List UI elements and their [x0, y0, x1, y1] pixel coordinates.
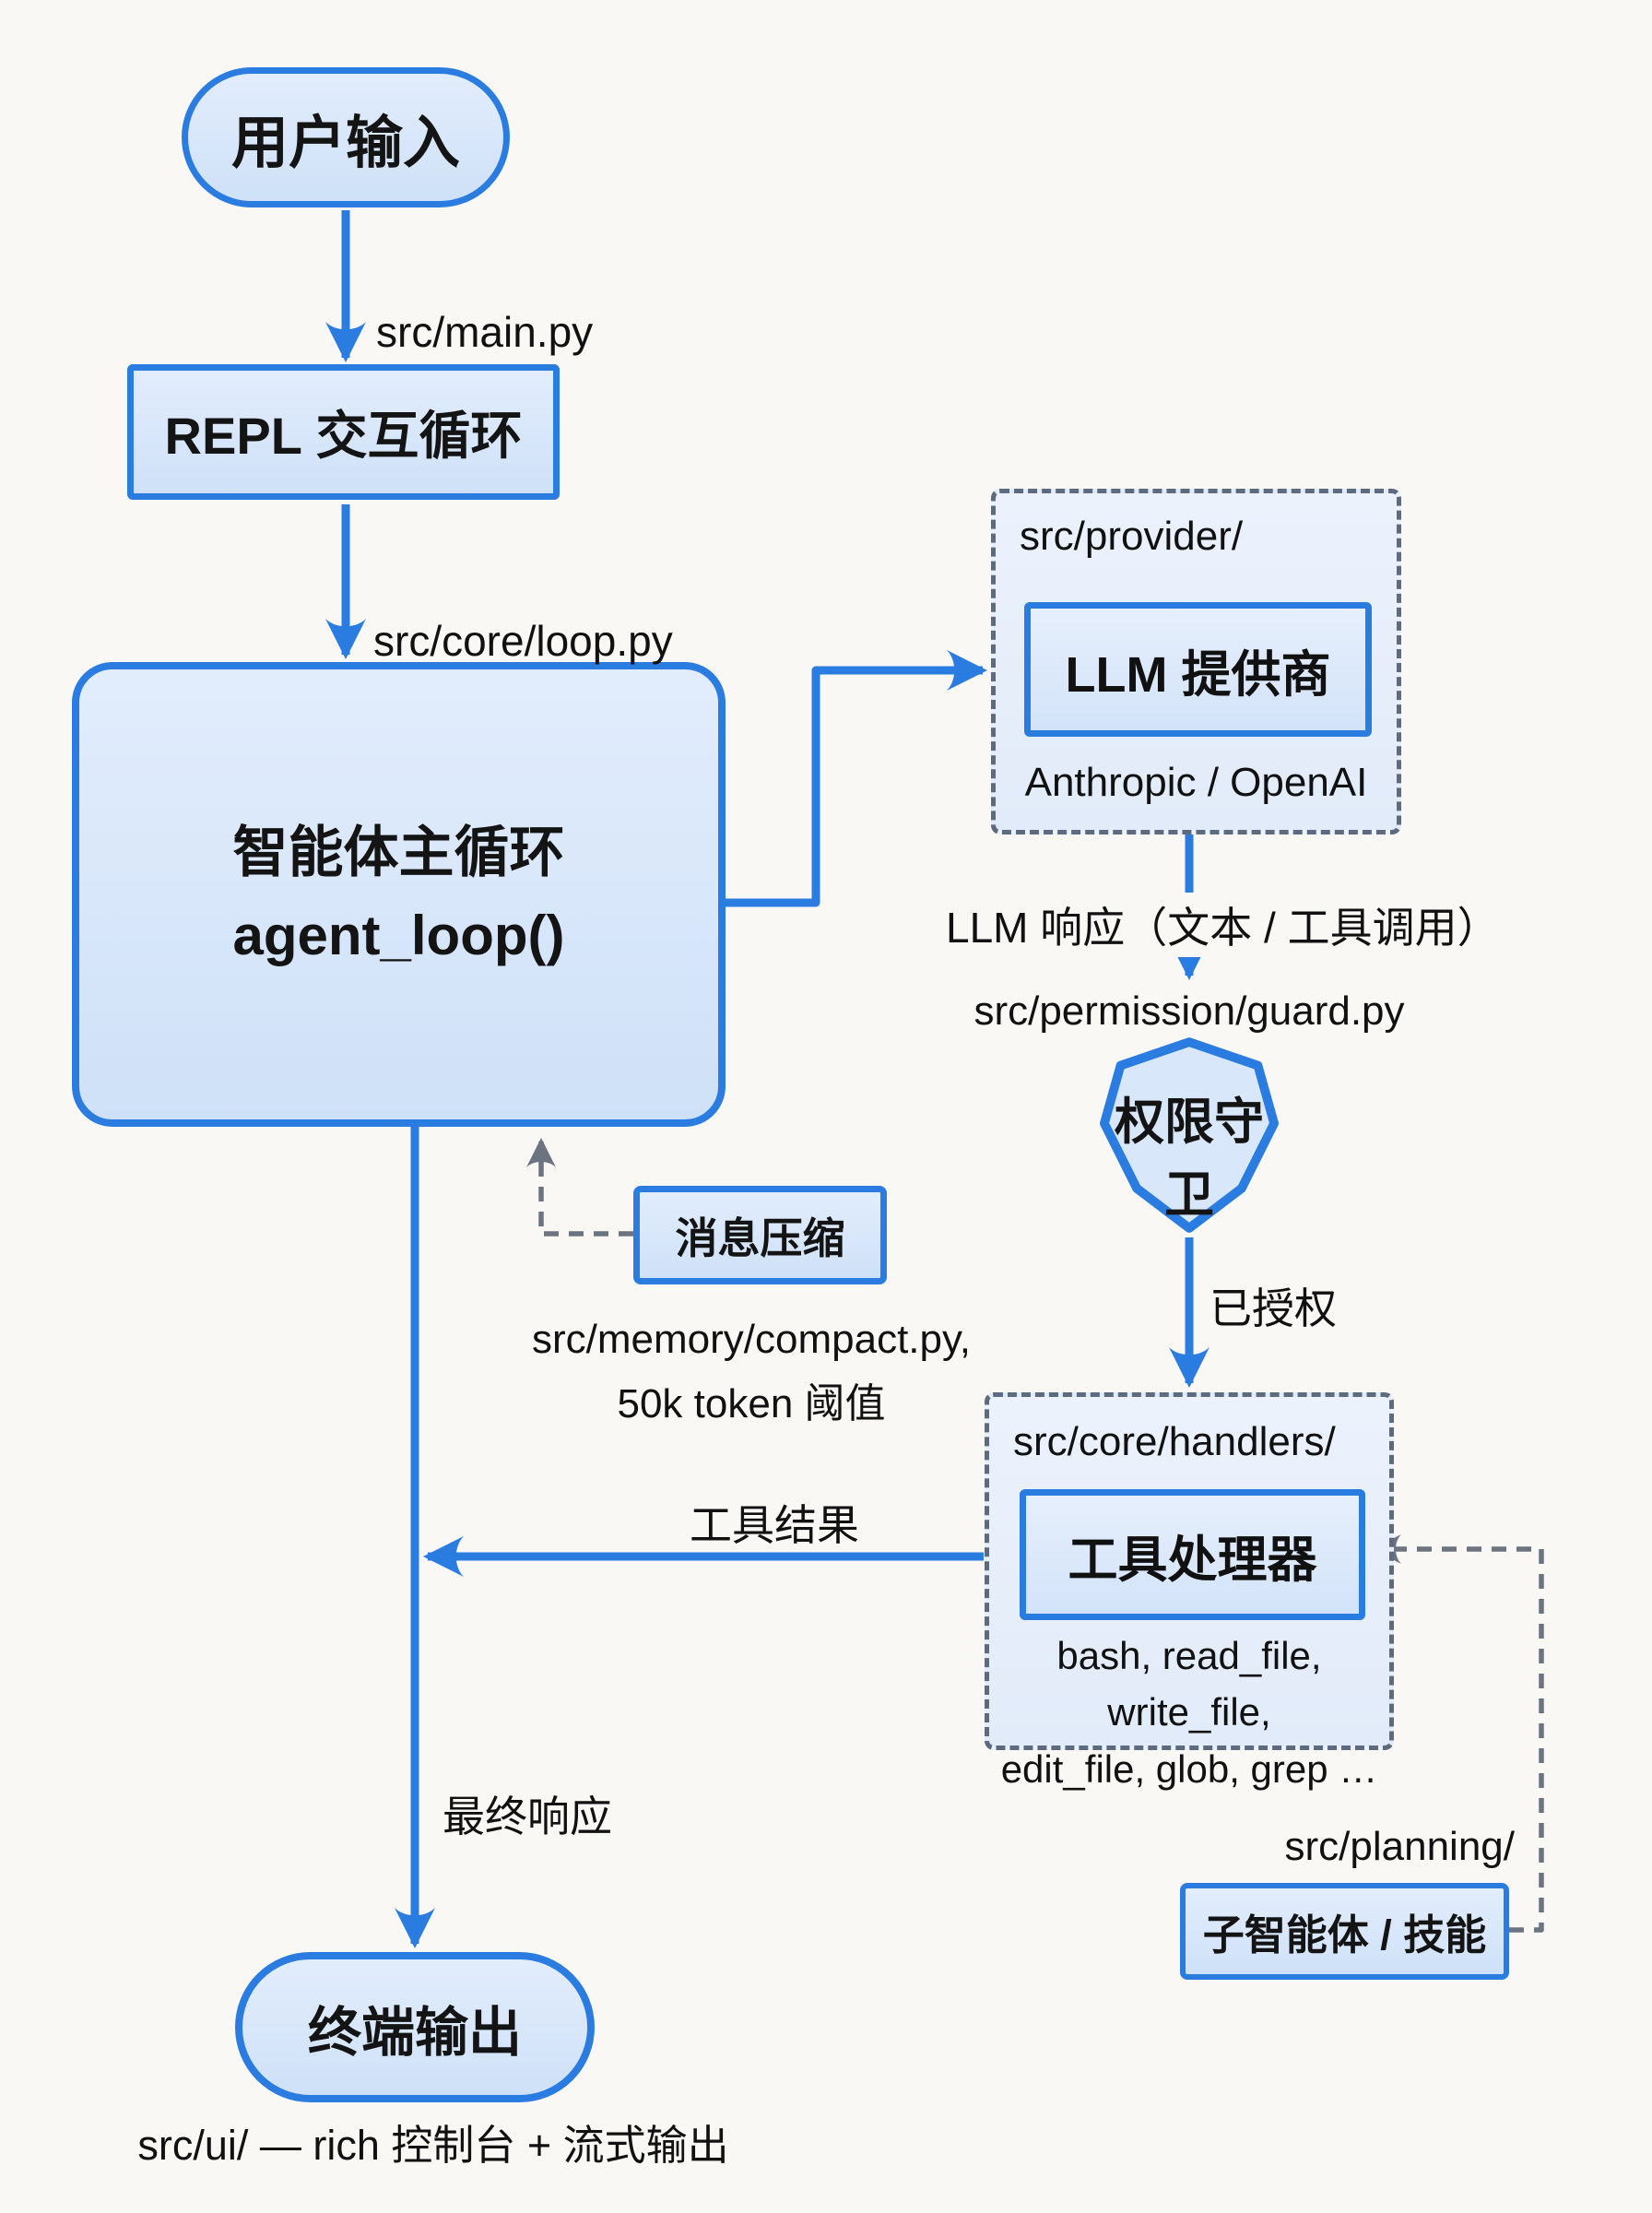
provider-subtitle: Anthropic / OpenAI	[1024, 760, 1368, 805]
edge-label-authorized: 已授权	[1210, 1284, 1337, 1332]
node-user-input: 用户输入	[182, 67, 510, 207]
edge-label-compact-py: src/memory/compact.py,	[532, 1317, 971, 1362]
handlers-subtitle-line2: edit_file, glob, grep …	[1000, 1746, 1378, 1791]
handlers-subtitle-line1: bash, read_file, write_file,	[1056, 1634, 1322, 1734]
node-subagent-skills-label: 子智能体 / 技能	[1202, 1911, 1487, 1959]
node-agent-loop: 智能体主循环 agent_loop()	[72, 662, 726, 1127]
group-handlers-dir-label: src/core/handlers/	[1013, 1419, 1336, 1464]
node-permission-guard-label: 权限守卫	[1115, 1094, 1264, 1223]
node-llm-provider: LLM 提供商	[1024, 602, 1372, 737]
dashed-arrow-compaction-to-agent	[526, 1138, 633, 1237]
edge-label-main-py: src/main.py	[376, 308, 594, 356]
shield-icon	[1099, 1037, 1280, 1233]
node-compaction: 消息压缩	[633, 1186, 887, 1284]
arrow-agent-to-provider	[726, 650, 987, 907]
node-subagent-skills: 子智能体 / 技能	[1180, 1883, 1509, 1980]
handlers-subtitle: bash, read_file, write_file, edit_file, …	[989, 1627, 1389, 1797]
node-repl-loop-label: REPL 交互循环	[164, 407, 523, 465]
node-terminal-output: 终端输出	[235, 1952, 595, 2102]
group-provider: src/provider/ LLM 提供商 Anthropic / OpenAI	[991, 489, 1401, 834]
group-handlers: src/core/handlers/ 工具处理器 bash, read_file…	[985, 1392, 1394, 1791]
node-permission-guard: 权限守卫	[1099, 1036, 1280, 1236]
node-agent-loop-line1: 智能体主循环	[232, 822, 565, 883]
edge-label-core-loop-py: src/core/loop.py	[373, 617, 673, 665]
node-agent-loop-text: 智能体主循环 agent_loop()	[233, 811, 565, 977]
edge-label-token-threshold: 50k token 阈值	[617, 1381, 886, 1427]
node-llm-provider-label: LLM 提供商	[1065, 646, 1331, 703]
edge-label-llm-response: LLM 响应（文本 / 工具调用）	[940, 893, 1500, 957]
group-provider-dir-label: src/provider/	[1020, 514, 1244, 559]
node-compaction-label: 消息压缩	[675, 1213, 845, 1262]
edge-label-guard-py: src/permission/guard.py	[974, 988, 1405, 1034]
edge-label-tool-result: 工具结果	[690, 1501, 859, 1549]
node-terminal-output-label: 终端输出	[307, 2002, 522, 2063]
node-user-input-label: 用户输入	[230, 112, 460, 175]
caption-ui: src/ui/ — rich 控制台 + 流式输出	[137, 2122, 729, 2169]
edge-label-final-response: 最终响应	[442, 1793, 612, 1840]
edge-label-planning-dir: src/planning/	[1284, 1824, 1515, 1869]
node-agent-loop-line2: agent_loop()	[232, 905, 565, 966]
node-repl-loop: REPL 交互循环	[127, 364, 560, 500]
edge-label-compact: src/memory/compact.py, 50k token 阈值	[479, 1308, 1023, 1438]
node-tool-handler-label: 工具处理器	[1068, 1532, 1317, 1588]
dashed-arrow-subagent-to-handler	[1372, 1534, 1544, 1933]
node-tool-handler: 工具处理器	[1020, 1489, 1365, 1620]
